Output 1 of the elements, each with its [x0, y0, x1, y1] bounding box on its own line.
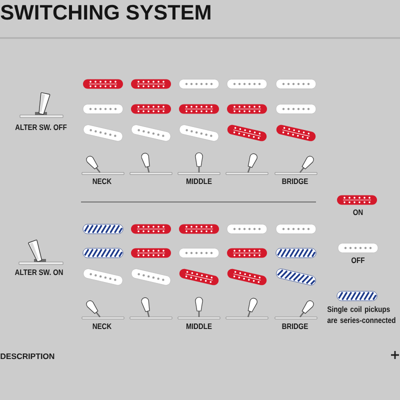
title: SWITCHING SYSTEM [0, 4, 210, 20]
